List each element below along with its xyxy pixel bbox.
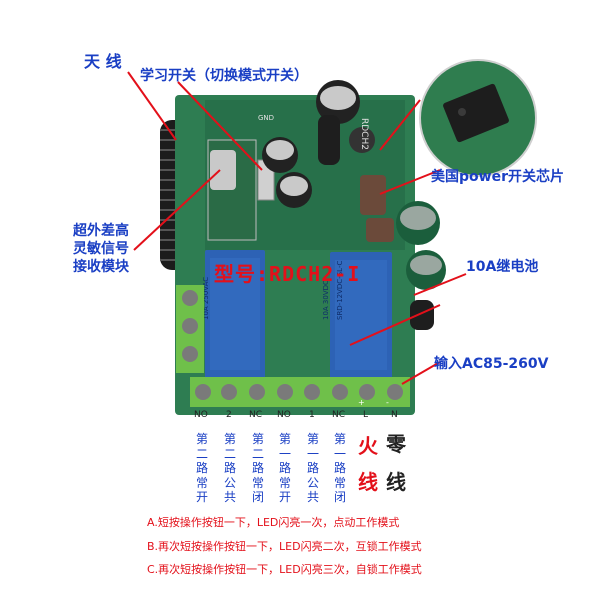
terminal-label-1: NO: [194, 410, 208, 420]
terminal-label-2: 2: [226, 410, 232, 420]
relay-callout: 10A继电池: [466, 259, 539, 275]
live-label-bottom: 线: [358, 470, 378, 494]
relay-text-2: 10A 30VDC: [322, 280, 330, 320]
antenna-callout: 天 线: [84, 52, 122, 71]
terminal-label-8: N: [391, 410, 398, 420]
terminal-label-7: L: [363, 410, 369, 420]
receiver-callout: 超外差高 灵敏信号 接收模块: [73, 222, 129, 276]
channel-1-nc-label: 第一路常闭: [333, 432, 346, 504]
channel-2-nc-label: 第二路常闭: [251, 432, 264, 504]
channel-1-no-label: 第一路常开: [278, 432, 291, 504]
callout-lines: [127, 71, 467, 385]
receiver-callout-line-1: 超外差高: [73, 223, 129, 239]
capacitors: [262, 80, 446, 330]
chip-callout: 美国power开关芯片: [431, 169, 564, 185]
relay-1: [205, 250, 265, 380]
terminal-block-bottom: [190, 377, 410, 407]
terminal-label-3: NC: [249, 410, 263, 420]
receiver-callout-line-2: 灵敏信号: [73, 241, 129, 257]
neutral-label-top: 零: [386, 432, 406, 456]
receiver-callout-line-3: 接收模块: [73, 259, 129, 275]
gnd-mark: GND: [258, 114, 274, 122]
input-callout: 输入AC85-260V: [434, 356, 549, 372]
terminal-sign-plus: +: [358, 398, 365, 407]
neutral-label-bottom: 线: [386, 470, 406, 494]
mode-note-c: C.再次短按操作按钮一下，LED闪亮三次，自锁工作模式: [147, 563, 422, 576]
terminal-label-4: NO: [277, 410, 291, 420]
mode-note-b: B.再次短按操作按钮一下，LED闪亮二次，互锁工作模式: [147, 540, 422, 553]
learn-switch-callout: 学习开关（切换模式开关）: [140, 68, 308, 84]
relay-text-3: SRD-12VDC-SL-C: [336, 261, 344, 320]
channel-2-no-label: 第二路常开: [195, 432, 208, 504]
terminal-label-5: 1: [309, 410, 315, 420]
chip-inset: [419, 59, 537, 177]
model-label: 型号:RDCH2-I: [214, 262, 361, 286]
channel-1-com-label: 第一路公共: [306, 432, 319, 504]
terminal-block-left: [176, 285, 204, 373]
terminal-label-6: NC: [332, 410, 346, 420]
mode-note-a: A.短按操作按钮一下，LED闪亮一次，点动工作模式: [147, 516, 400, 529]
channel-2-com-label: 第二路公共: [223, 432, 236, 504]
live-label-top: 火: [358, 434, 378, 458]
pcb-code: RDCH2: [359, 118, 369, 150]
relay-2: [330, 252, 392, 380]
relay-text-1: 10A 250VAC: [202, 277, 210, 320]
terminal-sign-minus: -: [386, 398, 389, 407]
